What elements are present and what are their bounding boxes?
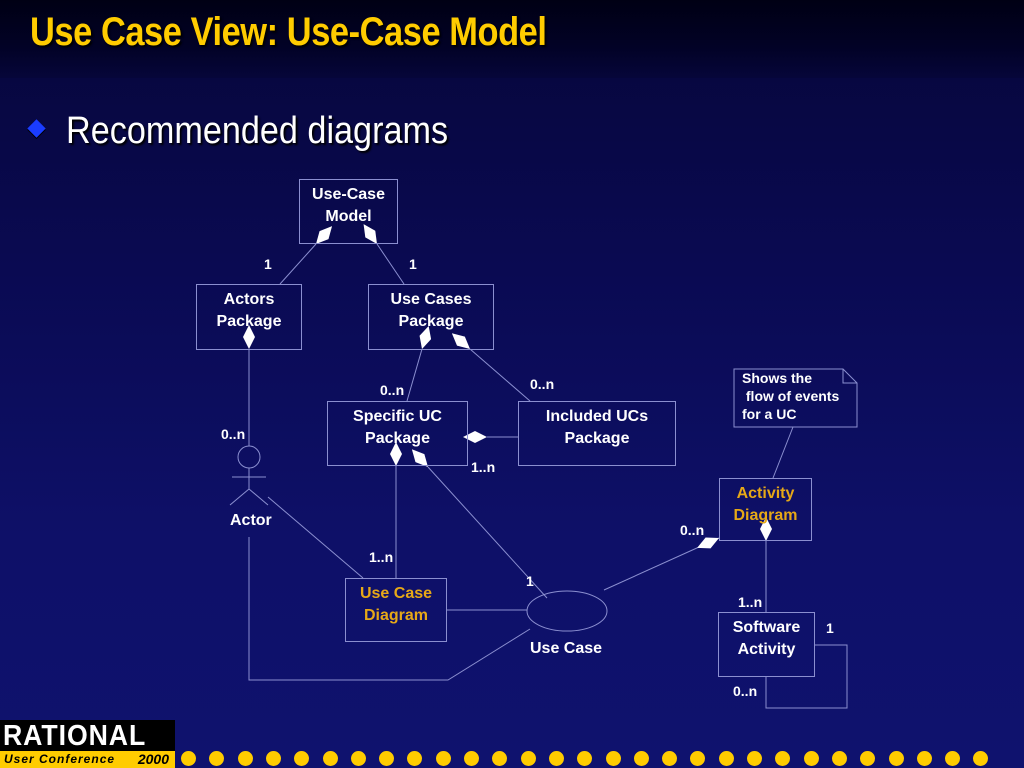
mult-usecases-specific: 0..n bbox=[380, 382, 405, 398]
note-text: Shows the flow of events for a UC bbox=[742, 370, 840, 422]
logo-year: 2000 bbox=[137, 751, 169, 767]
use-case-label: Use Case bbox=[530, 640, 603, 657]
mult-model-actors: 1 bbox=[264, 256, 272, 272]
rational-logo: RATIONAL User Conference 2000 bbox=[0, 720, 175, 768]
mult-usecase-activity: 0..n bbox=[680, 522, 705, 538]
edge-note-activity bbox=[772, 426, 794, 479]
footer-dot bbox=[775, 751, 791, 766]
footer-dot bbox=[888, 751, 904, 766]
edge-specific-usecase bbox=[411, 449, 548, 599]
logo-strip: User Conference 2000 bbox=[0, 751, 175, 768]
actor-icon bbox=[229, 445, 269, 506]
logo-wordmark: RATIONAL bbox=[3, 720, 147, 752]
footer-dot bbox=[464, 751, 479, 766]
footer-dot bbox=[548, 751, 564, 766]
footer-dot bbox=[209, 751, 225, 766]
footer-dot bbox=[181, 751, 196, 766]
footer-dot bbox=[322, 751, 338, 766]
logo-subtitle: User Conference bbox=[4, 752, 116, 766]
footer-dot bbox=[747, 751, 762, 766]
slide-title: Use Case View: Use-Case Model bbox=[30, 10, 547, 54]
actor-label: Actor bbox=[230, 512, 272, 529]
footer-dot bbox=[435, 751, 451, 766]
title-bar bbox=[0, 0, 1024, 78]
node-activity-diagram: Activity Diagram bbox=[719, 478, 812, 541]
footer-dot bbox=[860, 751, 876, 766]
footer-dot bbox=[577, 751, 593, 766]
mult-usecases-included: 0..n bbox=[530, 376, 555, 392]
footer-dot bbox=[690, 751, 706, 766]
footer-dot bbox=[379, 751, 395, 766]
mult-activity-software: 1..n bbox=[738, 594, 763, 610]
use-case-ellipse bbox=[526, 590, 608, 632]
footer-dot bbox=[973, 751, 989, 766]
footer-dot bbox=[520, 751, 536, 766]
node-use-cases-package: Use Cases Package bbox=[368, 284, 494, 350]
edge-actor-diagram bbox=[267, 496, 364, 579]
node-software-activity: Software Activity bbox=[718, 612, 815, 677]
bullet-text: Recommended diagrams bbox=[66, 110, 449, 152]
node-specific-uc-package: Specific UC Package bbox=[327, 401, 468, 466]
footer-dot bbox=[237, 751, 253, 766]
mult-specific-included: 1..n bbox=[471, 459, 496, 475]
footer-dot bbox=[831, 751, 847, 766]
edge-software-self bbox=[765, 644, 848, 709]
edge-usecase-activity bbox=[603, 537, 720, 591]
footer-dot bbox=[605, 751, 621, 766]
footer-dot bbox=[662, 751, 678, 766]
edge-model-actors bbox=[279, 226, 333, 285]
note-box bbox=[733, 368, 858, 428]
node-use-case-diagram: Use Case Diagram bbox=[345, 578, 447, 642]
footer-dot bbox=[633, 751, 649, 766]
footer-dot bbox=[916, 751, 932, 766]
mult-specific-diagram: 1..n bbox=[369, 549, 394, 565]
mult-specific-usecase: 1 bbox=[526, 573, 534, 589]
footer-dot bbox=[492, 751, 508, 766]
edge-usecases-included bbox=[451, 333, 531, 402]
mult-software-self-1: 1 bbox=[826, 620, 834, 636]
footer-dot bbox=[718, 751, 734, 766]
node-included-ucs-package: Included UCs Package bbox=[518, 401, 676, 466]
footer-dot bbox=[294, 751, 310, 766]
footer-dot bbox=[265, 751, 281, 766]
node-actors-package: Actors Package bbox=[196, 284, 302, 350]
edge-actor-usecase bbox=[248, 537, 531, 681]
mult-actors-actor: 0..n bbox=[221, 426, 246, 442]
node-use-case-model: Use-Case Model bbox=[299, 179, 398, 244]
footer-dot bbox=[407, 751, 423, 766]
mult-model-usecases: 1 bbox=[409, 256, 417, 272]
edge-usecases-specific bbox=[406, 325, 432, 402]
footer-dot bbox=[350, 751, 366, 766]
footer-dot bbox=[945, 751, 961, 766]
mult-software-self-n: 0..n bbox=[733, 683, 758, 699]
footer-dot bbox=[803, 751, 819, 766]
edge-model-usecases bbox=[363, 224, 405, 285]
